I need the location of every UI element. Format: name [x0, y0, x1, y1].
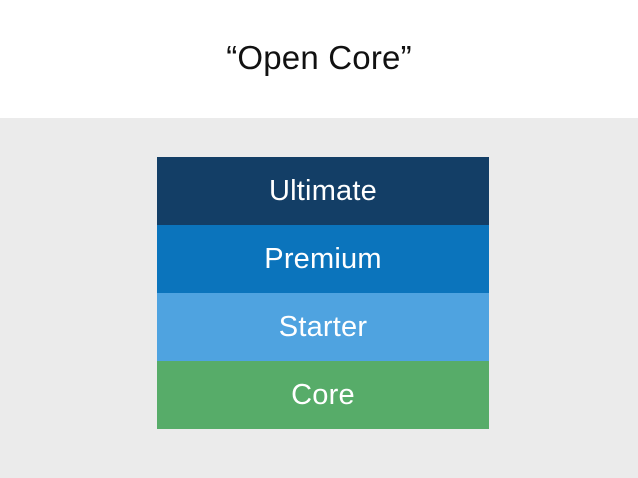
stack-layer-label: Core — [291, 378, 355, 411]
page-title: “Open Core” — [226, 38, 412, 76]
title-band: “Open Core” — [0, 0, 638, 118]
stack-layer-starter[interactable]: Starter — [157, 293, 489, 361]
stack-layer-label: Starter — [278, 310, 368, 343]
open-core-stack-diagram: Ultimate Premium Starter Core — [157, 157, 489, 429]
stack-layer-premium[interactable]: Premium — [157, 225, 489, 293]
stack-layer-core[interactable]: Core — [157, 361, 489, 429]
stack-layer-ultimate[interactable]: Ultimate — [157, 157, 489, 225]
stack-layer-label: Ultimate — [269, 174, 377, 207]
stack-layer-label: Premium — [264, 242, 382, 275]
